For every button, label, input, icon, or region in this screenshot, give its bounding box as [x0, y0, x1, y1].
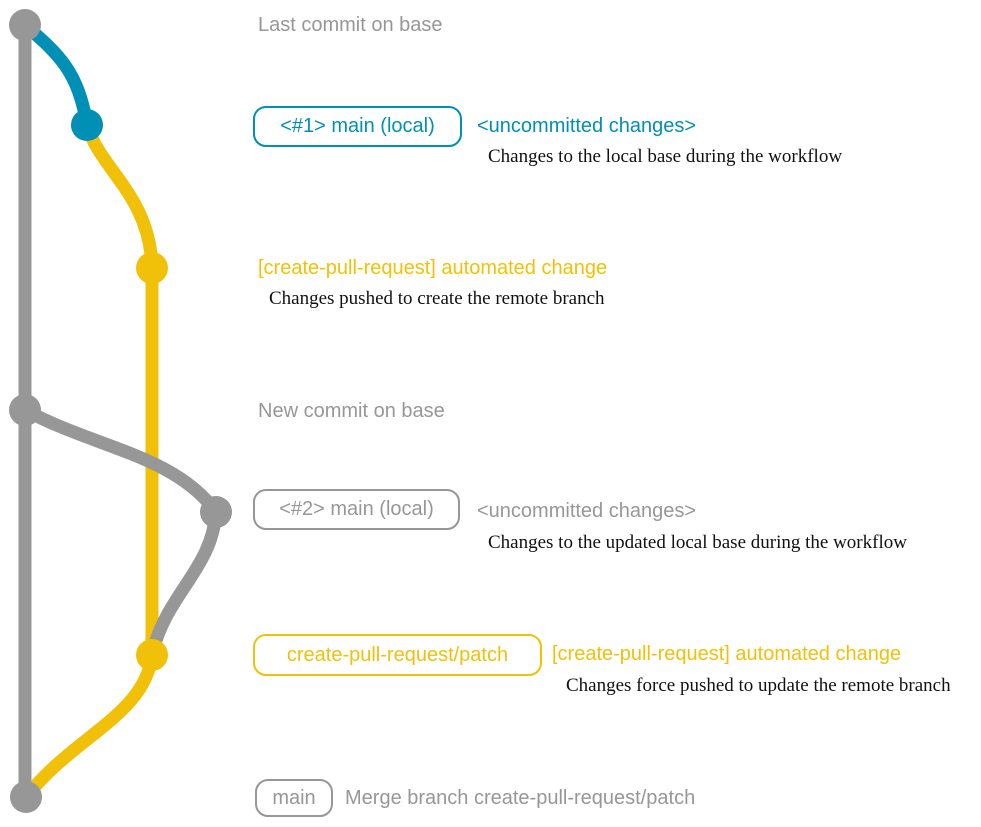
- remote-branch-curve-out: [80, 118, 159, 275]
- commit-dot-automated-2: [136, 639, 168, 671]
- commit-dot-local-2: [200, 496, 232, 528]
- commit-message-merge: Merge branch create-pull-request/patch: [345, 787, 696, 809]
- branch-label-main-local-2: <#2> main (local): [253, 489, 460, 530]
- commit-message-uncommitted-2: <uncommitted changes>: [477, 500, 697, 522]
- commit-message-uncommitted-1: <uncommitted changes>: [477, 115, 697, 137]
- commit-dot-new-base: [9, 394, 41, 426]
- caption-automated-1: Changes pushed to create the remote bran…: [269, 288, 605, 309]
- remote-merge-curve: [19, 648, 159, 804]
- commit-dot-local-1: [71, 109, 103, 141]
- commit-message-last-base: Last commit on base: [258, 14, 443, 36]
- branch-label-create-pull-request-patch: create-pull-request/patch: [253, 634, 542, 676]
- branch-label-main-local-1: <#1> main (local): [253, 106, 462, 147]
- caption-local-2: Changes to the updated local base during…: [488, 532, 907, 553]
- commit-message-automated-2: [create-pull-request] automated change: [552, 643, 902, 665]
- base-rebase-curve-in: [145, 505, 223, 662]
- commit-dot-merge: [10, 781, 42, 813]
- base-rebase-curve-out: [18, 403, 223, 519]
- commit-dot-automated-1: [136, 252, 168, 284]
- caption-local-1: Changes to the local base during the wor…: [488, 146, 843, 167]
- caption-automated-2: Changes force pushed to update the remot…: [566, 675, 951, 696]
- local-branch-curve-1: [18, 18, 94, 132]
- commit-message-new-base: New commit on base: [258, 400, 445, 422]
- commit-message-automated-1: [create-pull-request] automated change: [258, 257, 608, 279]
- branch-label-main: main: [255, 779, 333, 817]
- commit-dot-last-base: [9, 9, 41, 41]
